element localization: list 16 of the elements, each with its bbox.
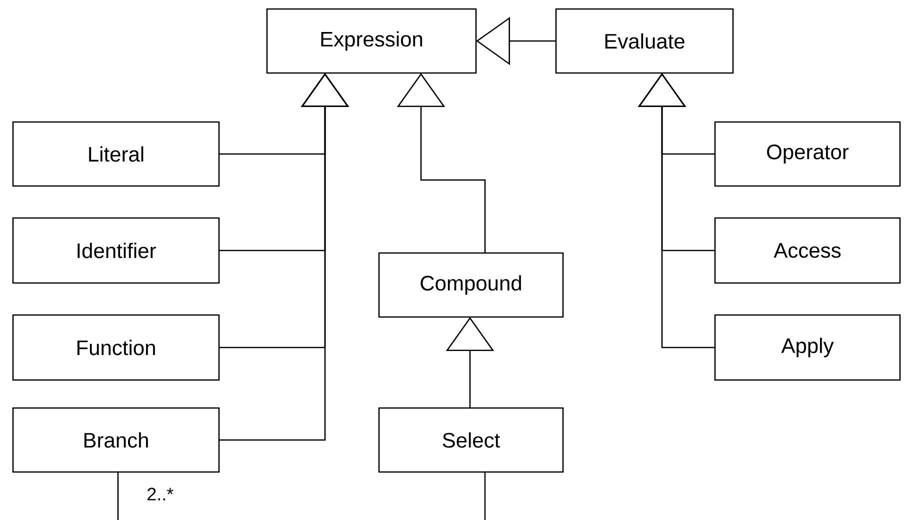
class-box: Access <box>714 217 901 284</box>
multiplicity-label: 2..* <box>146 486 175 502</box>
class-box: Identifier <box>12 217 220 284</box>
association-line <box>117 472 119 520</box>
class-box: Select <box>378 407 564 473</box>
class-box: Literal <box>12 121 220 187</box>
association-line <box>484 472 486 520</box>
class-box: Function <box>12 314 220 381</box>
class-box: Apply <box>714 314 901 381</box>
class-box: Expression <box>266 8 477 74</box>
class-box: Branch <box>12 407 220 473</box>
inheritance-arrow <box>396 73 486 253</box>
inheritance-arrow <box>638 73 715 348</box>
class-box: Operator <box>714 121 901 187</box>
class-box: Compound <box>378 252 564 318</box>
class-box: Evaluate <box>555 8 734 74</box>
